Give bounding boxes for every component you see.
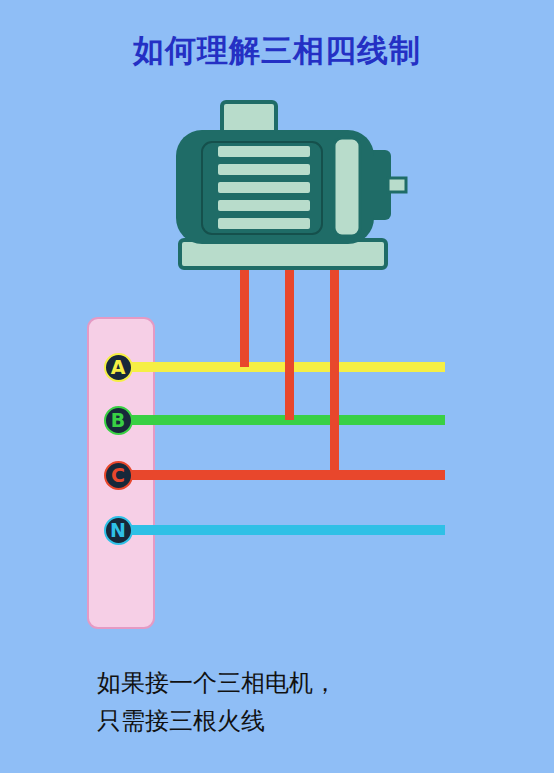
terminal-circle: A [104,353,133,382]
terminal-circle: N [104,516,133,545]
motor-lead [330,262,339,475]
neutral-line [128,525,445,535]
motor-lead [285,262,294,420]
caption: 如果接一个三相电机， 只需接三根火线 [97,664,359,740]
terminal-letter: B [111,411,125,430]
terminal-letter: A [111,358,126,377]
terminal-circle: B [104,406,133,435]
phase-c-line [128,470,445,480]
motor-lead [240,262,249,367]
motor [176,102,406,268]
terminal-circle: C [104,461,133,490]
terminal-letter: C [111,466,125,485]
title: 如何理解三相四线制 [0,30,554,72]
terminal-letter: N [110,521,126,540]
